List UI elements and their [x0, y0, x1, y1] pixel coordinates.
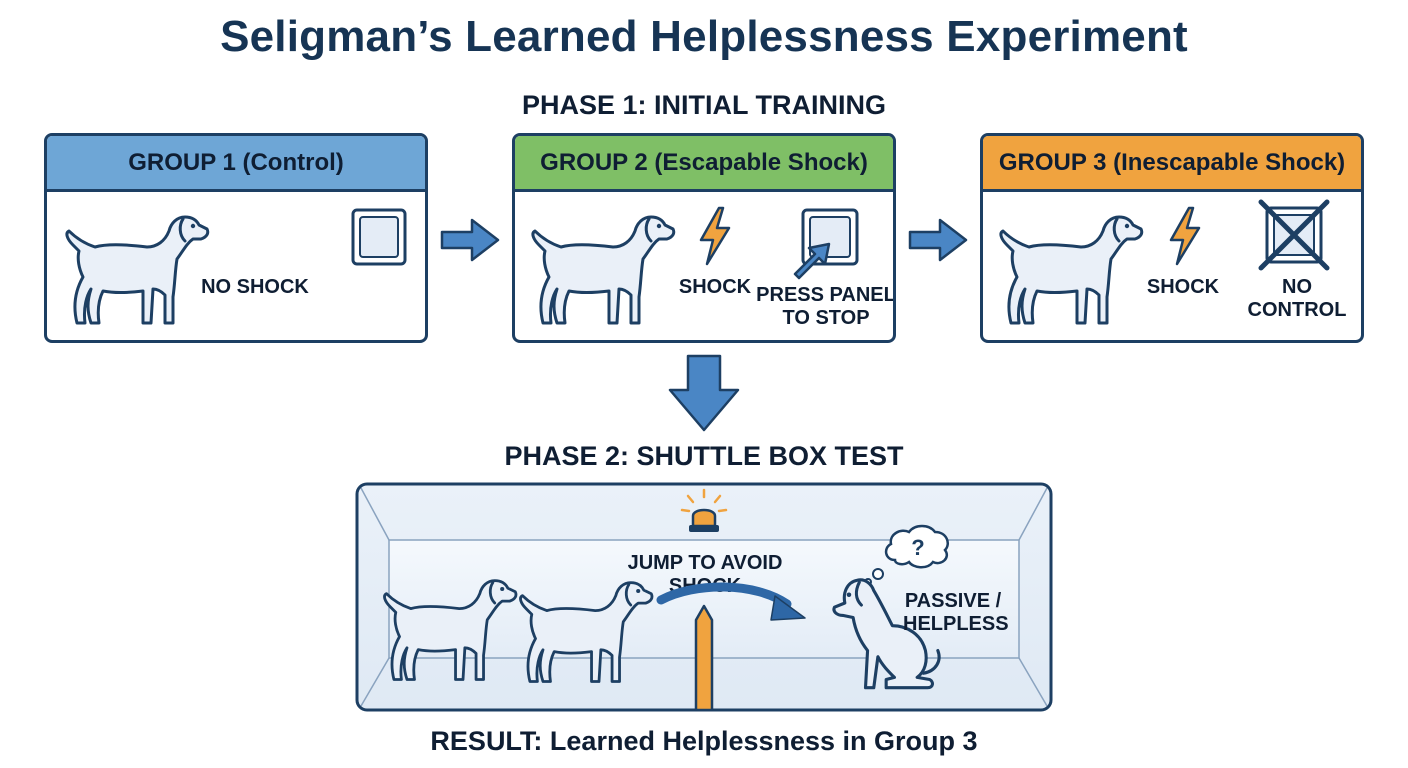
shock-label: SHOCK	[678, 276, 752, 298]
group3-panel: GROUP 3 (Inescapable Shock) SHOCK NO CON…	[980, 133, 1364, 343]
no-shock-label: NO SHOCK	[201, 276, 309, 298]
dog-icon	[527, 206, 677, 336]
dog-icon	[379, 570, 519, 692]
group1-panel: GROUP 1 (Control) NO SHOCK	[44, 133, 428, 343]
dog-icon	[61, 206, 211, 336]
group1-header: GROUP 1 (Control)	[47, 136, 425, 192]
panel-icon	[351, 208, 407, 266]
passive-label: PASSIVE / HELPLESS	[903, 590, 1009, 635]
question-mark: ?	[911, 535, 924, 560]
shuttle-box: JUMP TO AVOID SHOCK ? PASSIVE / HELPLESS	[355, 482, 1053, 712]
lightning-icon	[1165, 206, 1205, 266]
arrow-right-icon	[908, 218, 968, 262]
group2-panel: GROUP 2 (Escapable Shock) SHOCK PRESS PA…	[512, 133, 896, 343]
shock-label: SHOCK	[1146, 276, 1220, 298]
group2-header: GROUP 2 (Escapable Shock)	[515, 136, 893, 192]
alarm-light-icon	[680, 488, 728, 532]
dog-icon	[995, 206, 1145, 336]
no-control-label: NO CONTROL	[1247, 276, 1347, 321]
arrow-down-icon	[668, 354, 740, 432]
jump-arrow-icon	[656, 582, 806, 621]
press-panel-label: PRESS PANEL TO STOP	[756, 284, 896, 329]
arrow-right-icon	[440, 218, 500, 262]
lightning-icon	[695, 206, 735, 266]
thought-bubble-icon: ?	[864, 524, 949, 586]
phase1-heading: PHASE 1: INITIAL TRAINING	[521, 90, 887, 120]
barrier	[694, 604, 714, 712]
press-panel-icon	[793, 208, 859, 280]
phase2-heading: PHASE 2: SHUTTLE BOX TEST	[504, 441, 904, 471]
group3-header: GROUP 3 (Inescapable Shock)	[983, 136, 1361, 192]
diagram-title: Seligman’s Learned Helplessness Experime…	[220, 12, 1188, 61]
result-text: RESULT: Learned Helplessness in Group 3	[430, 726, 978, 756]
blocked-panel-icon	[1258, 199, 1330, 271]
dog-icon	[515, 572, 655, 694]
